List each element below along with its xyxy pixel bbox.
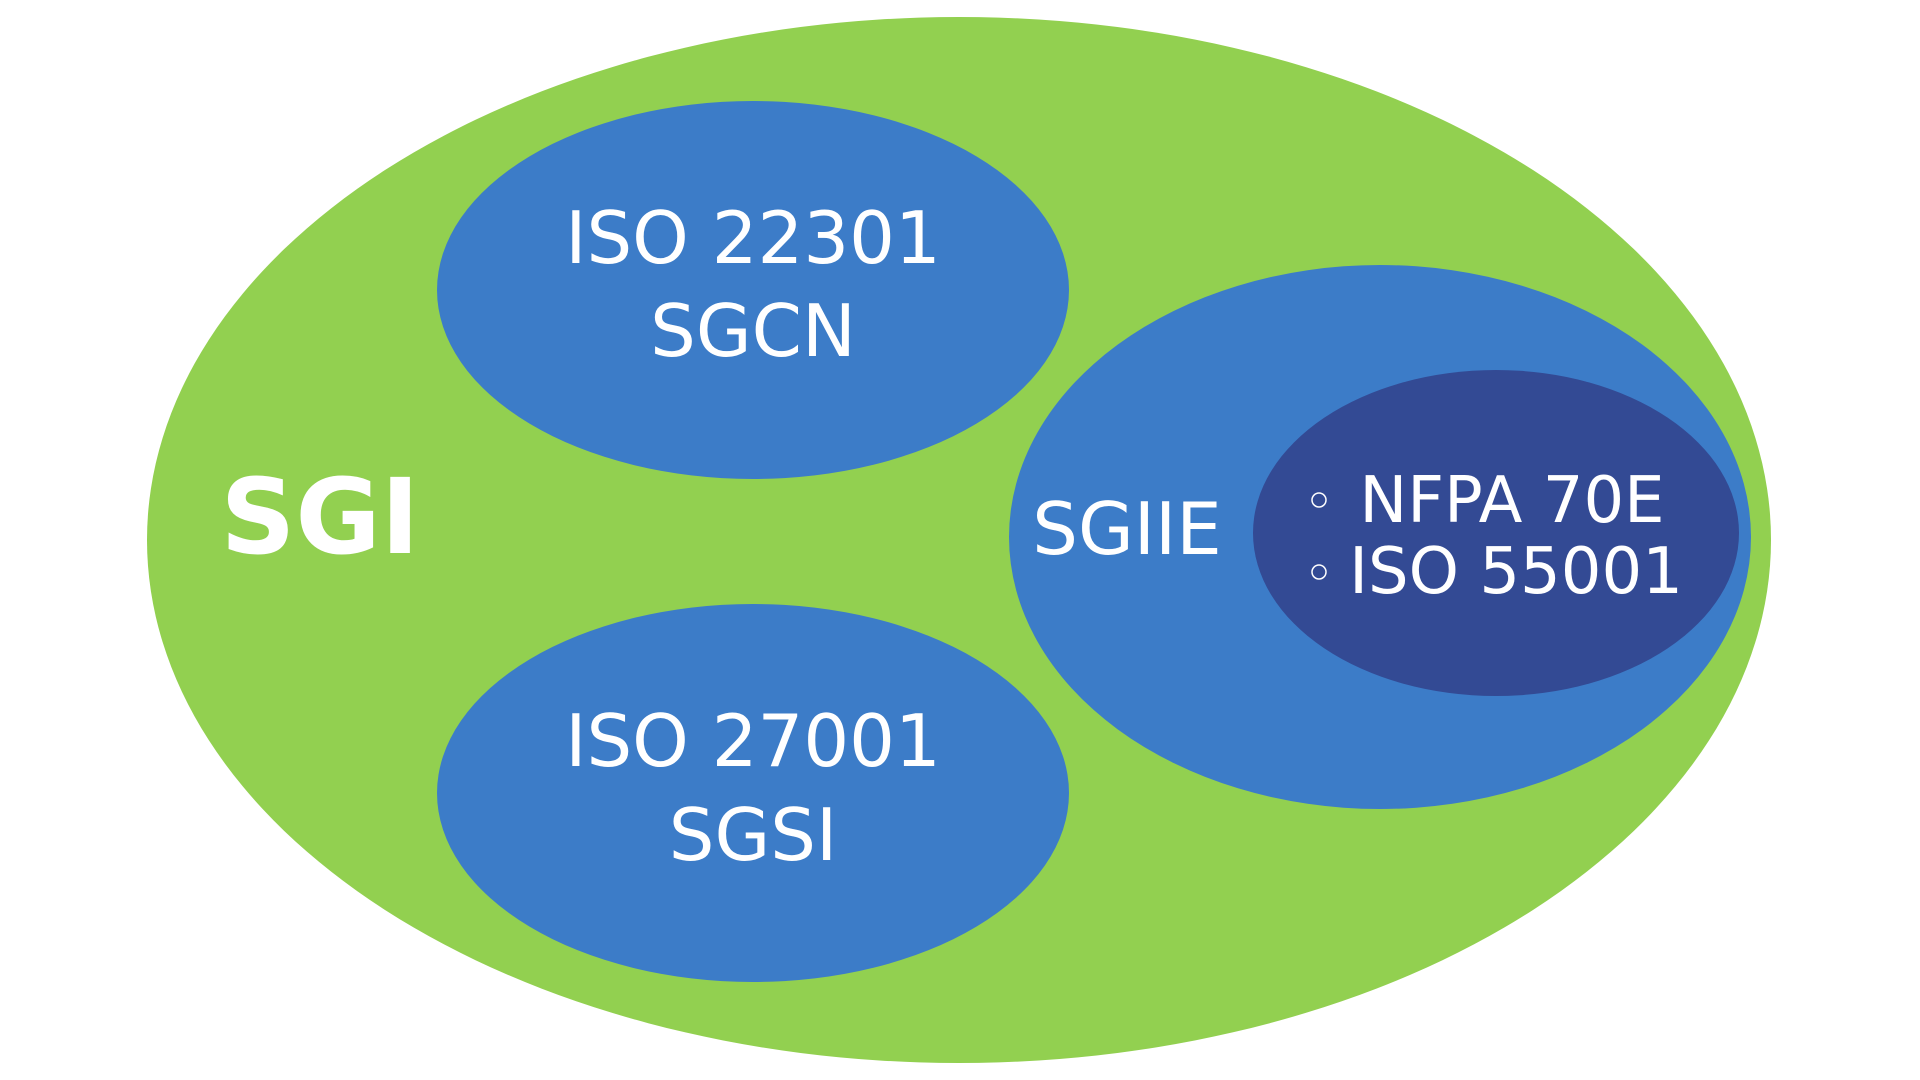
bullet-icon bbox=[1311, 492, 1327, 508]
sgsi-iso-label: ISO 27001 bbox=[565, 699, 941, 783]
sgcn-ellipse bbox=[437, 101, 1069, 479]
sgcn-iso-label: ISO 22301 bbox=[565, 196, 941, 280]
sgsi-label: SGSI bbox=[669, 793, 837, 877]
sgiie-label: SGIIE bbox=[1032, 487, 1221, 571]
standard-item: NFPA 70E bbox=[1359, 464, 1664, 538]
standard-item: ISO 55001 bbox=[1349, 535, 1683, 609]
sgcn-label: SGCN bbox=[650, 289, 856, 373]
standards-ellipse bbox=[1253, 370, 1739, 696]
sgi-label: SGI bbox=[221, 456, 420, 578]
sgsi-ellipse bbox=[437, 604, 1069, 982]
bullet-icon bbox=[1311, 564, 1327, 580]
